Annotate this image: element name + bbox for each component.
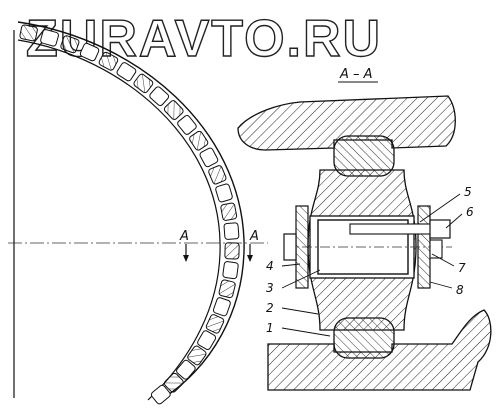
chain-link <box>98 51 119 71</box>
chain-link <box>150 384 171 405</box>
chain-link <box>19 24 38 42</box>
chain-link <box>224 242 240 260</box>
side-plate-left <box>295 205 309 289</box>
chain-link <box>208 165 227 185</box>
side-plate-right <box>417 205 431 289</box>
chain-link <box>79 42 100 62</box>
upper-tyre-tread <box>237 95 456 151</box>
section-mark-right: A <box>249 229 259 244</box>
chain-link <box>197 330 217 350</box>
chain-link <box>133 73 154 94</box>
locking-pin <box>349 223 433 235</box>
chain-link <box>60 35 80 54</box>
section-mark-right-head <box>247 255 253 262</box>
chain-link <box>212 297 231 317</box>
callout-8: 8 <box>456 283 464 297</box>
bolt-head <box>283 233 297 261</box>
nut-lower <box>429 239 443 259</box>
watermark-text: ZURAVTO.RU <box>26 10 382 68</box>
nut <box>429 219 451 239</box>
chain-link <box>116 62 137 82</box>
chain-link <box>215 183 233 203</box>
chain-links <box>19 24 240 405</box>
section-view: A – A <box>237 67 492 391</box>
chain-link <box>218 279 236 299</box>
section-mark-left: A <box>179 229 189 244</box>
callout-2: 2 <box>266 301 274 315</box>
tyre-inner-arc <box>17 39 221 401</box>
lower-tyre-tread <box>267 309 492 391</box>
chain-link <box>205 314 225 334</box>
callout-7: 7 <box>458 261 466 275</box>
callout-4: 4 <box>266 259 274 273</box>
tyre-outer-arc <box>17 21 245 401</box>
section-title: A – A <box>339 67 373 82</box>
callout-1: 1 <box>266 321 274 335</box>
callout-6: 6 <box>466 205 474 219</box>
chain-link <box>222 261 239 280</box>
chain-link <box>176 359 196 380</box>
chain-link <box>163 100 184 120</box>
tyre-chain-view: A A <box>8 21 268 405</box>
chain-link <box>189 130 209 151</box>
chain-link <box>149 86 170 107</box>
callout-5: 5 <box>464 185 472 199</box>
chain-link <box>187 345 207 366</box>
chain-link <box>223 222 240 240</box>
leader-lines <box>281 193 463 337</box>
chain-link <box>40 29 59 47</box>
section-mark-left-head <box>183 255 189 262</box>
chain-link <box>163 372 184 393</box>
callout-3: 3 <box>266 281 274 295</box>
chain-link <box>177 115 197 135</box>
chain-link <box>220 202 238 221</box>
chain-link <box>199 147 219 168</box>
